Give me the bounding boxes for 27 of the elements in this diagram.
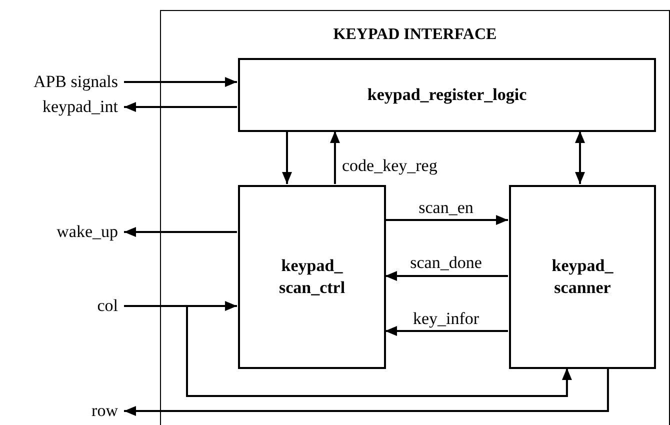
module-box [509,185,656,369]
module-name: keypad_ scan_ctrl [278,255,346,299]
interface-frame [160,10,670,425]
edge-label: key_infor [412,309,480,329]
signal-label: wake_up [0,220,124,244]
arrow [124,305,572,397]
arrow [124,102,237,112]
arrow [330,131,340,184]
arrow [385,215,508,225]
signal-label: keypad_int [0,95,124,119]
module-name: keypad_ scanner [550,255,614,299]
frame-title: KEYPAD INTERFACE [332,25,498,45]
module-box [238,58,656,132]
arrow [282,131,292,184]
signal-label: row [0,399,124,423]
arrow [385,326,508,336]
signal-label: col [0,294,124,318]
edge-label: code_key_reg [342,156,438,176]
arrow [124,227,237,237]
arrow [124,77,237,87]
signal-label: APB signals [0,70,124,94]
module-name: keypad_register_logic [366,84,528,106]
arrow [124,368,609,416]
module-box [238,185,386,369]
arrow [575,131,585,184]
edge-label: scan_done [410,253,482,273]
arrow [385,271,508,281]
